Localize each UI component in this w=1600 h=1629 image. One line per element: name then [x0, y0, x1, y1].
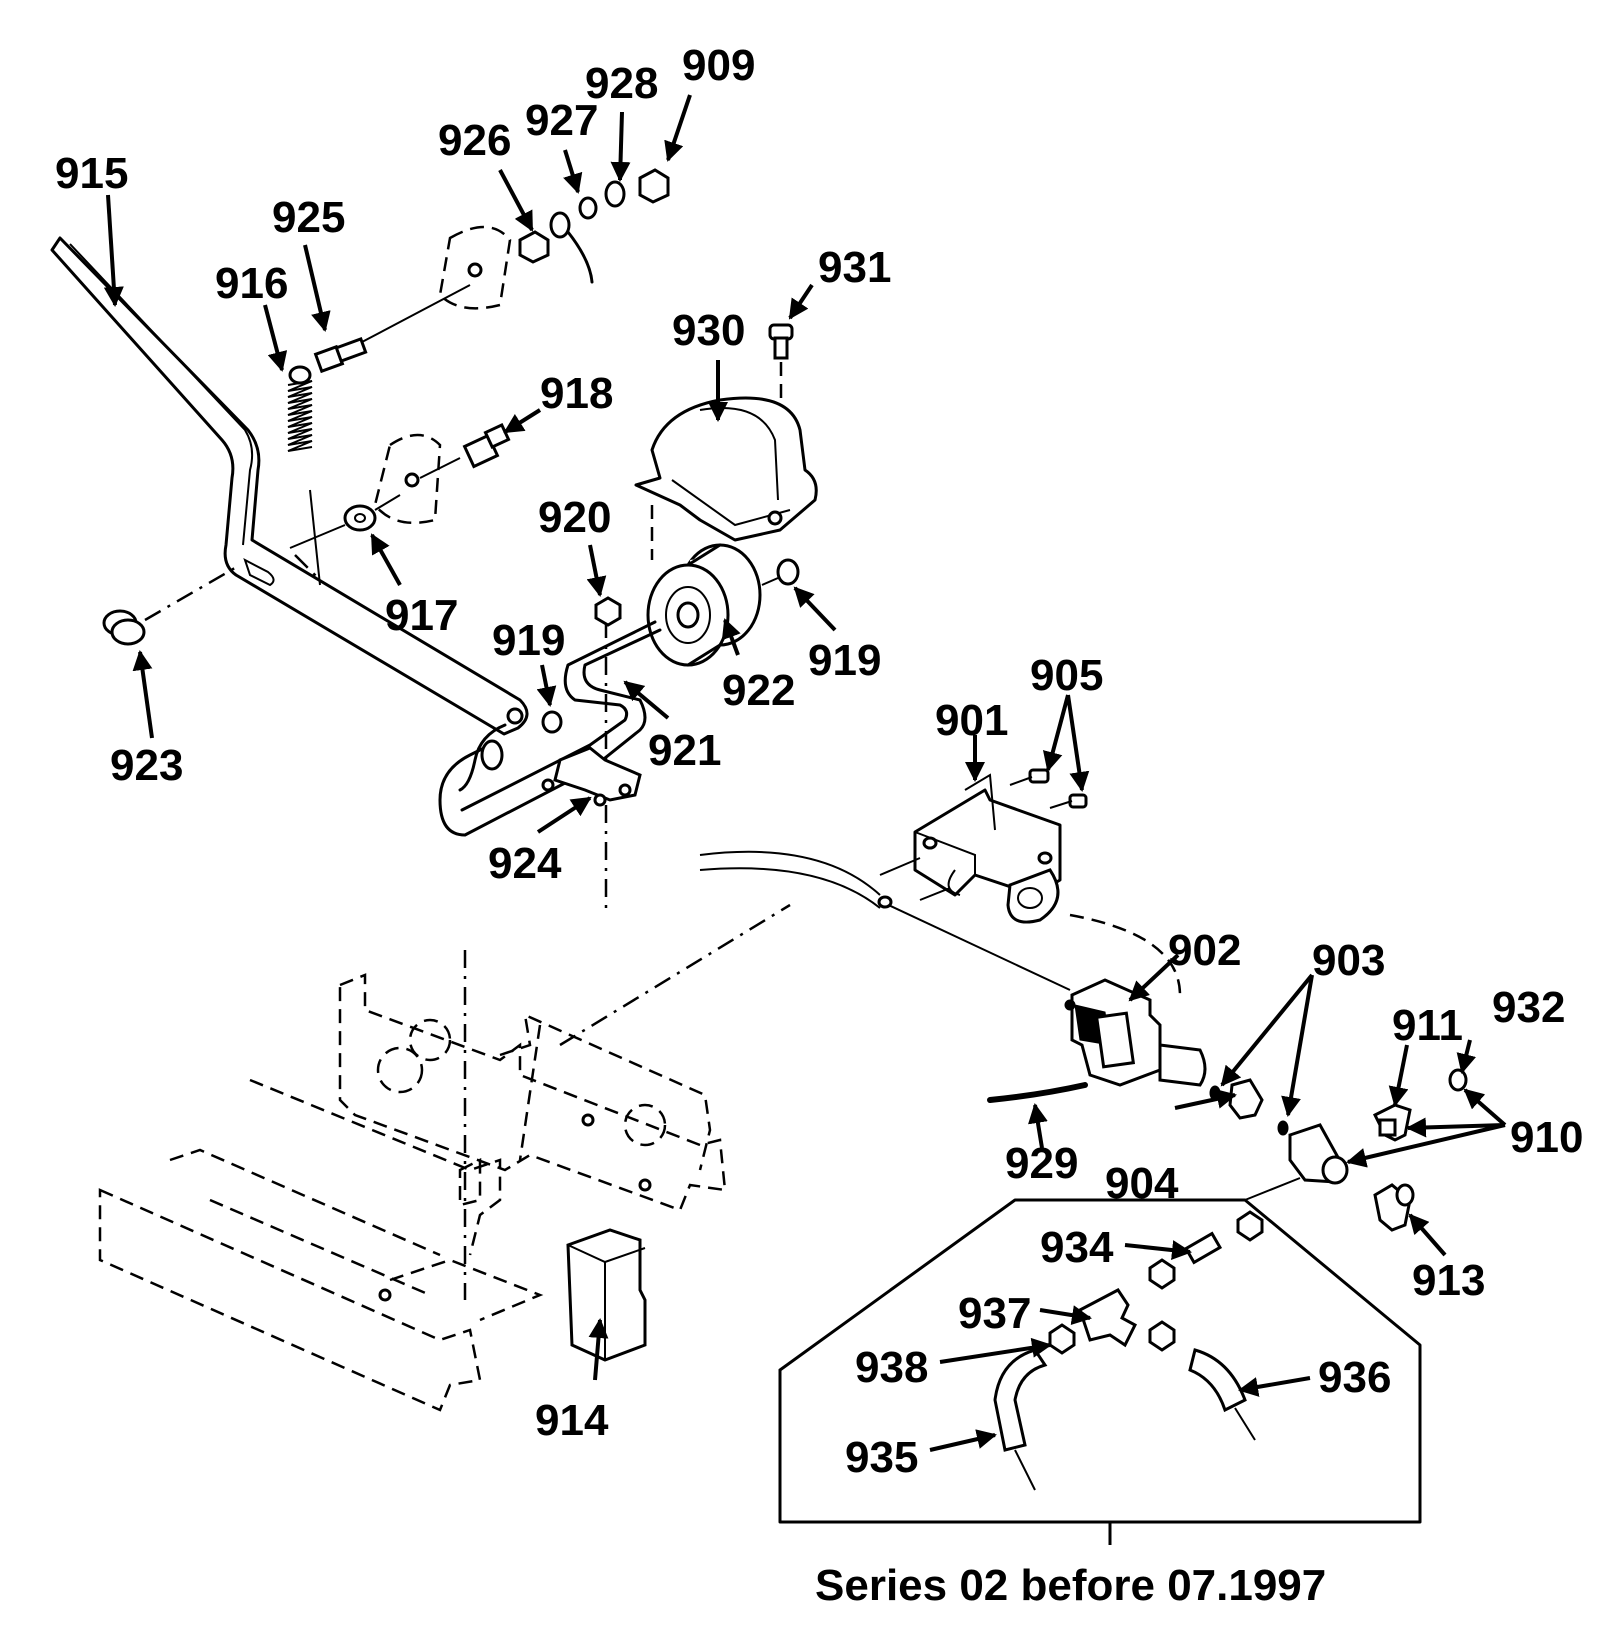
- nut-934: [1236, 1210, 1264, 1242]
- label-903: 903: [1312, 936, 1385, 985]
- label-929: 929: [1005, 1139, 1078, 1188]
- nipple-913: [1373, 1183, 1415, 1232]
- label-924: 924: [488, 839, 562, 888]
- label-913: 913: [1412, 1256, 1485, 1305]
- label-919-left: 919: [492, 616, 565, 665]
- label-904: 904: [1105, 1159, 1179, 1208]
- inset-caption: Series 02 before 07.1997: [815, 1561, 1326, 1610]
- nut-926: [518, 230, 550, 264]
- part-labels: 915 925 916 926 927 928 909 931 930 918 …: [55, 41, 1583, 1482]
- shaft-921: [438, 620, 662, 837]
- label-905: 905: [1030, 651, 1103, 700]
- label-910: 910: [1510, 1113, 1583, 1162]
- label-911: 911: [1392, 1001, 1463, 1050]
- pulley-922: [646, 543, 762, 667]
- tee-937: [1078, 1288, 1137, 1348]
- label-914: 914: [535, 1396, 609, 1445]
- screw-905-group: [1009, 768, 1088, 809]
- bracket-924: [541, 746, 642, 807]
- valve-902: [1064, 978, 1207, 1087]
- label-931: 931: [818, 243, 891, 292]
- label-917: 917: [385, 591, 458, 640]
- label-909: 909: [682, 41, 755, 90]
- bolt-925: [313, 284, 471, 374]
- label-925: 925: [272, 193, 345, 242]
- bolt-918: [419, 422, 511, 479]
- label-926: 926: [438, 116, 511, 165]
- bracket-901: [913, 773, 1062, 924]
- label-920: 920: [538, 493, 611, 542]
- cam-plate-lower: [373, 433, 442, 525]
- label-935: 935: [845, 1433, 918, 1482]
- label-928: 928: [585, 59, 658, 108]
- label-919-right: 919: [808, 636, 881, 685]
- cover-930: [634, 396, 818, 542]
- hose-935: [993, 1348, 1048, 1491]
- label-901: 901: [935, 696, 1008, 745]
- label-930: 930: [672, 306, 745, 355]
- label-915: 915: [55, 149, 128, 198]
- module-914: [566, 1228, 647, 1362]
- label-938: 938: [855, 1343, 928, 1392]
- coupler-910: [1288, 1123, 1349, 1185]
- fitting-904: [1209, 1078, 1289, 1136]
- inset-series-02: Series 02 before 07.1997: [778, 1177, 1422, 1610]
- label-922: 922: [722, 666, 795, 715]
- fitting-911: [1372, 1103, 1412, 1142]
- washer-917: [289, 494, 401, 549]
- ring-919-right: [776, 558, 800, 586]
- cam-plate-upper: [438, 225, 512, 310]
- label-927: 927: [525, 96, 598, 145]
- knob-923: [102, 609, 146, 646]
- spring-916: [287, 365, 321, 586]
- hose-936: [1188, 1348, 1256, 1441]
- screw-931: [768, 323, 794, 400]
- nut-920: [594, 596, 622, 627]
- label-934: 934: [1040, 1223, 1114, 1272]
- label-902: 902: [1168, 926, 1241, 975]
- label-918: 918: [540, 369, 613, 418]
- label-936: 936: [1318, 1353, 1391, 1402]
- chassis-frame: [98, 903, 791, 1412]
- lever-915: [50, 236, 529, 736]
- label-937: 937: [958, 1289, 1031, 1338]
- label-932: 932: [1492, 983, 1565, 1032]
- washer-927-group: [549, 168, 670, 284]
- label-916: 916: [215, 259, 288, 308]
- ring-919-left: [541, 710, 563, 734]
- label-921: 921: [648, 726, 721, 775]
- cap-932: [1448, 1068, 1468, 1092]
- leader-lines: [103, 94, 1507, 1452]
- label-923: 923: [110, 741, 183, 790]
- wire-929: [987, 1082, 1088, 1103]
